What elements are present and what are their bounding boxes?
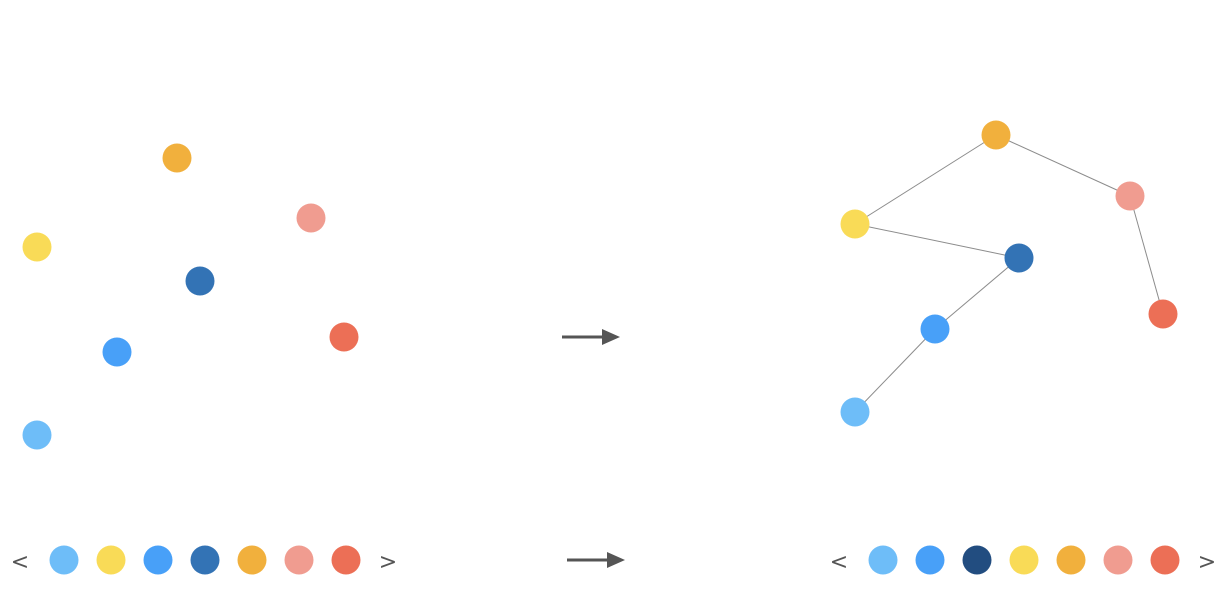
close-bracket: > bbox=[379, 550, 397, 575]
sequence-item-light-blue bbox=[49, 545, 79, 575]
sequence-item-steel-blue bbox=[190, 545, 220, 575]
tree-edge bbox=[854, 223, 1020, 259]
tree-node-pink bbox=[1115, 181, 1145, 211]
tree-node-light-blue bbox=[840, 397, 870, 427]
tree-nodes bbox=[840, 120, 1178, 427]
scattered-points bbox=[22, 143, 359, 450]
sequence-item-orange bbox=[1056, 545, 1086, 575]
sequence-item-red bbox=[331, 545, 361, 575]
sequence-item-light-blue bbox=[868, 545, 898, 575]
tree-edge bbox=[1129, 195, 1164, 315]
close-bracket: > bbox=[1198, 550, 1216, 575]
bottom-right-sequence: < > bbox=[830, 545, 1216, 575]
point-blue bbox=[102, 337, 132, 367]
sequence-item-blue bbox=[915, 545, 945, 575]
tree-edge bbox=[854, 134, 997, 225]
point-pink bbox=[296, 203, 326, 233]
tree-edge bbox=[854, 328, 936, 413]
sequence-item-yellow bbox=[96, 545, 126, 575]
sequence-item-pink bbox=[284, 545, 314, 575]
tree-node-blue bbox=[920, 314, 950, 344]
bottom-left-sequence: < > bbox=[11, 545, 397, 575]
tree-node-steel-blue bbox=[1004, 243, 1034, 273]
sequence-item-blue bbox=[143, 545, 173, 575]
tree-edge bbox=[934, 257, 1020, 330]
open-bracket: < bbox=[11, 550, 29, 575]
sequence-item-red bbox=[1150, 545, 1180, 575]
bottom-transform-arrow bbox=[567, 552, 625, 568]
point-red bbox=[329, 322, 359, 352]
tree-node-yellow bbox=[840, 209, 870, 239]
tree-edge bbox=[995, 134, 1131, 197]
top-transform-arrow bbox=[562, 329, 620, 345]
point-orange bbox=[162, 143, 192, 173]
point-light-blue bbox=[22, 420, 52, 450]
tree-edges bbox=[854, 134, 1164, 413]
point-yellow bbox=[22, 232, 52, 262]
sequence-item-pink bbox=[1103, 545, 1133, 575]
point-steel-blue bbox=[185, 266, 215, 296]
tree-node-red bbox=[1148, 299, 1178, 329]
tree-node-orange bbox=[981, 120, 1011, 150]
sequence-item-orange bbox=[237, 545, 267, 575]
open-bracket: < bbox=[830, 550, 848, 575]
sequence-item-yellow bbox=[1009, 545, 1039, 575]
sequence-item-navy bbox=[962, 545, 992, 575]
